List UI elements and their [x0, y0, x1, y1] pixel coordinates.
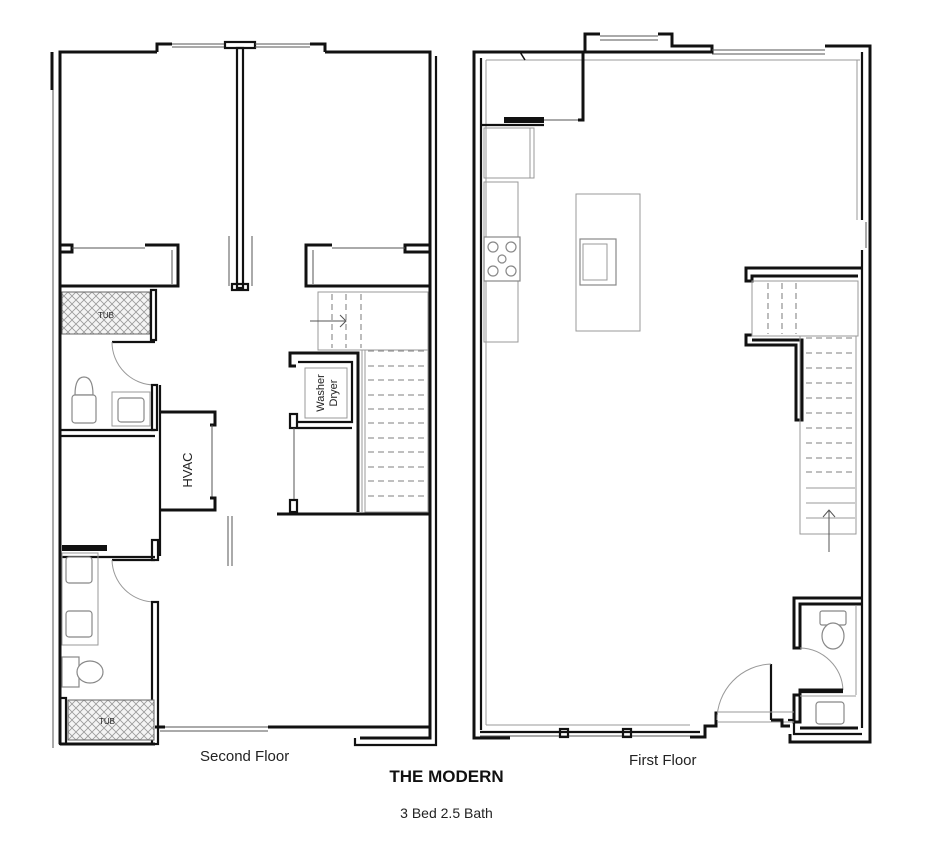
- lower-bathroom: TUB: [58, 538, 160, 746]
- plan-subtitle: 3 Bed 2.5 Bath: [400, 805, 493, 821]
- stair-treads: [806, 337, 855, 519]
- tub-label: TUB: [99, 717, 115, 726]
- pantry-closet: [481, 51, 585, 179]
- washer-label: Washer: [315, 374, 327, 412]
- plan-title: THE MODERN: [389, 767, 504, 786]
- sink-icon: [65, 610, 93, 638]
- stair-treads: [368, 350, 426, 497]
- second-floor-plan: TUB HVAC Washer D: [50, 40, 438, 748]
- first-floor-exterior-walls: [472, 32, 872, 744]
- sink-icon: [65, 556, 93, 584]
- closet-right: [304, 243, 430, 288]
- closet-left: [60, 243, 180, 288]
- bathtub: [61, 291, 151, 335]
- hvac-label: HVAC: [180, 452, 195, 487]
- sink-icon: [579, 238, 617, 286]
- dryer-label: Dryer: [328, 379, 340, 406]
- second-floor-stairs: [310, 291, 429, 513]
- first-floor-stairs: [744, 266, 862, 552]
- second-floor-exterior-walls: [50, 40, 438, 748]
- sink-icon: [815, 701, 845, 725]
- first-floor-plan: [472, 32, 872, 744]
- kitchen-island: [575, 193, 641, 332]
- hvac-closet: HVAC: [158, 385, 233, 566]
- upper-bathroom: TUB: [60, 288, 159, 438]
- laundry-closet: Washer Dryer: [277, 351, 430, 516]
- toilet-icon: [74, 376, 94, 396]
- powder-room: [788, 596, 862, 736]
- first-floor-caption: First Floor: [629, 752, 697, 769]
- second-floor-caption: Second Floor: [200, 748, 290, 765]
- bathtub: [67, 699, 155, 741]
- front-door: [716, 663, 794, 728]
- bedroom-divider-wall: [228, 46, 253, 292]
- tub-label: TUB: [98, 311, 114, 320]
- sink-icon: [117, 397, 145, 423]
- kitchen: [483, 181, 641, 343]
